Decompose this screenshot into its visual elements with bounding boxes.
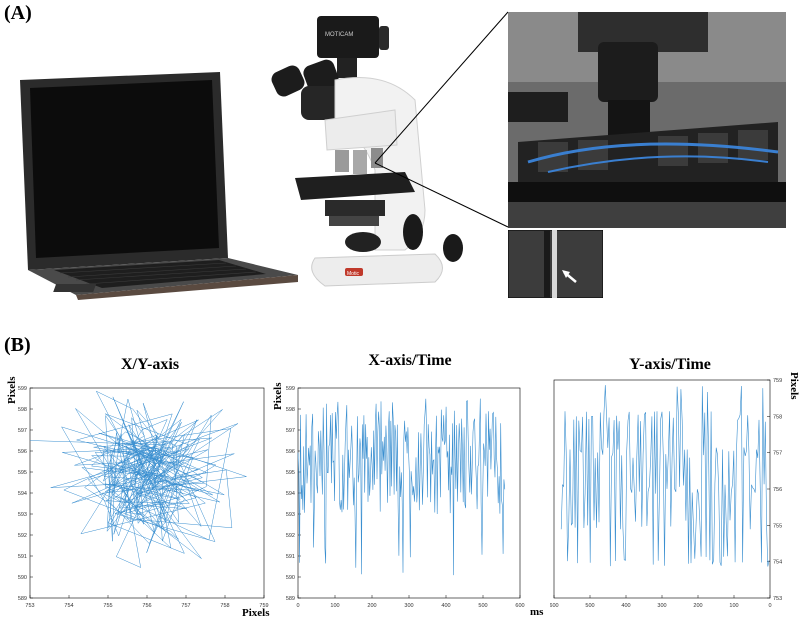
chart1-xtick-label: 758: [220, 603, 229, 609]
chart3-xtick-label: 600: [550, 603, 559, 609]
chart2-xlabel: ms: [530, 606, 544, 618]
chart2-xtick-label: 400: [441, 603, 450, 609]
chart3-ytick-label: 756: [773, 487, 782, 493]
chart1-ytick-label: 598: [18, 407, 27, 413]
chart3-xtick-label: 400: [621, 603, 630, 609]
chart3-xtick-label: 500: [585, 603, 594, 609]
camera-brand-text: MOTICAM: [325, 32, 353, 38]
chart2-ytick-label: 593: [286, 512, 295, 518]
chart1-ytick-label: 591: [18, 554, 27, 560]
chart1-frame: [29, 387, 265, 599]
panel-a-label: (A): [4, 2, 32, 24]
chart1-ytick-label: 590: [18, 575, 27, 581]
laptop-image: [20, 72, 298, 300]
chart3-ytick-label: 758: [773, 414, 782, 420]
chart2-xtick-label: 500: [478, 603, 487, 609]
chart1-xtick-label: 756: [142, 603, 151, 609]
chart3-xtick-label: 100: [729, 603, 738, 609]
chart2-ytick-label: 598: [286, 407, 295, 413]
chart1-xlabel: Pixels: [242, 607, 270, 619]
chart-xy-trajectory: 753 754 755 756 757 758 759 589 590 591 592 593 594 5…: [18, 386, 269, 609]
chart2-ytick-label: 596: [286, 449, 295, 455]
chart2-xtick-label: 200: [367, 603, 376, 609]
chart1-xtick-label: 757: [181, 603, 190, 609]
chart1-ytick-label: 597: [18, 428, 27, 434]
chart3-ytick-label: 753: [773, 596, 782, 602]
chart2-xtick-label: 0: [296, 603, 299, 609]
chart3-xtick-label: 300: [657, 603, 666, 609]
chart1-ytick-label: 592: [18, 533, 27, 539]
chart2-ytick-label: 590: [286, 575, 295, 581]
chart2-ylabel: Pixels: [272, 382, 284, 411]
chart2-ytick-label: 592: [286, 533, 295, 539]
chart2-xtick-label: 600: [515, 603, 524, 609]
chart2-xtick-label: 100: [330, 603, 339, 609]
chart1-axes: 753 754 755 756 757 758 759 589 590 591 592 593 594 5…: [18, 386, 269, 609]
chart1-xtick-label: 755: [103, 603, 112, 609]
chart1-ytick-label: 595: [18, 470, 27, 476]
chart1-ytick-label: 593: [18, 512, 27, 518]
chart1-xtick-label: 759: [259, 603, 268, 609]
panel-b-label: (B): [4, 334, 31, 356]
chart2-title: X-axis/Time: [368, 352, 452, 369]
microscope-image: MOTICAM Motic: [271, 16, 463, 287]
chart1-series-line: [29, 390, 247, 568]
chart3-title: Y-axis/Time: [629, 356, 711, 373]
chart2-ytick-label: 599: [286, 386, 295, 392]
chart3-ytick-label: 757: [773, 451, 782, 457]
chart1-ytick-label: 599: [18, 386, 27, 392]
chart1-xtick-label: 754: [64, 603, 73, 609]
chart1-xtick-label: 753: [25, 603, 34, 609]
chart3-ytick-label: 755: [773, 523, 782, 529]
chart3-series-line: [560, 385, 770, 567]
chart1-ytick-label: 594: [18, 491, 27, 497]
chart2-frame: [297, 387, 521, 599]
chart2-ytick-label: 597: [286, 428, 295, 434]
chart2-ytick-label: 591: [286, 554, 295, 560]
chart3-xtick-label: 200: [693, 603, 702, 609]
stage-closeup-image: [508, 12, 786, 228]
chart-x-vs-time: 0 100 200 300 400 500 600 589 590 591 592 593 594 595…: [286, 386, 525, 609]
microscope-view-inset: [508, 230, 603, 298]
chart2-xtick-label: 300: [404, 603, 413, 609]
microscope-brand-text: Motic: [347, 271, 359, 277]
chart3-ytick-label: 759: [773, 378, 782, 384]
chart3-xtick-label: 0: [768, 603, 771, 609]
chart2-ytick-label: 595: [286, 470, 295, 476]
chart2-axes: 0 100 200 300 400 500 600 589 590 591 592 593 594 595…: [286, 386, 525, 609]
chart2-series-line: [297, 398, 506, 576]
chart3-ytick-label: 754: [773, 560, 782, 566]
chart1-ytick-label: 589: [18, 596, 27, 602]
chart1-ytick-label: 596: [18, 449, 27, 455]
chart2-ytick-label: 594: [286, 491, 295, 497]
chart2-ytick-label: 589: [286, 596, 295, 602]
chart1-title: X/Y-axis: [120, 356, 180, 373]
